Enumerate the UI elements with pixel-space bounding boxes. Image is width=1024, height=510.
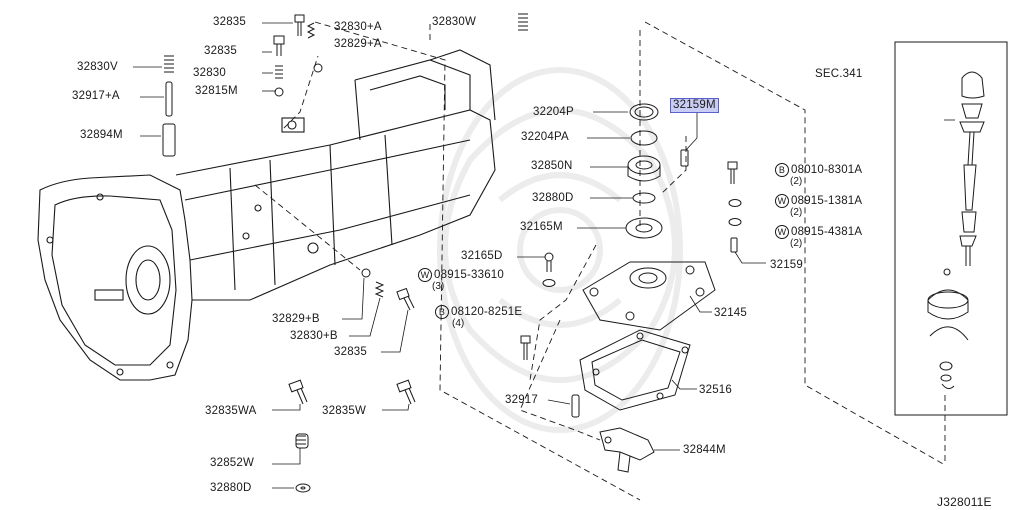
- leader-lines: [133, 22, 955, 489]
- center-parts: [520, 103, 742, 473]
- transmission-housing: [37, 49, 496, 381]
- callout-qty: (4): [452, 318, 465, 329]
- label-32165d[interactable]: 32165D: [461, 250, 503, 262]
- diagram-id: J328011E: [937, 495, 992, 509]
- label-32165m[interactable]: 32165M: [520, 221, 563, 233]
- washer-badge-icon: W: [775, 194, 789, 208]
- label-32159m-selected[interactable]: 32159M: [670, 98, 719, 113]
- callout-qty: (2): [790, 238, 803, 249]
- label-32850n[interactable]: 32850N: [531, 160, 573, 172]
- label-32830v[interactable]: 32830V: [77, 61, 118, 73]
- label-32835-top[interactable]: 32835: [213, 16, 246, 28]
- label-32844m[interactable]: 32844M: [683, 444, 726, 456]
- callout-part: 08120-8251E: [451, 306, 523, 318]
- callout-part: 08915-4381A: [791, 226, 863, 238]
- bolt-badge-icon: B: [775, 163, 789, 177]
- label-32830-plus-a[interactable]: 32830+A: [334, 21, 382, 33]
- label-32829-plus-a[interactable]: 32829+A: [334, 38, 382, 50]
- left-small-parts: [162, 13, 528, 493]
- label-32145[interactable]: 32145: [714, 307, 747, 319]
- washer-badge-icon: W: [418, 268, 432, 282]
- callout-part: 08915-33610: [434, 269, 504, 281]
- label-32894m[interactable]: 32894M: [80, 129, 123, 141]
- label-32204pa[interactable]: 32204PA: [521, 131, 569, 143]
- callout-qty: (3): [432, 281, 445, 292]
- label-32880d-bottom[interactable]: 32880D: [210, 482, 252, 494]
- washer-badge-icon: W: [775, 225, 789, 239]
- label-32830w[interactable]: 32830W: [432, 16, 477, 28]
- label-32835wa[interactable]: 32835WA: [205, 405, 257, 417]
- callout-part: 08010-8301A: [791, 164, 863, 176]
- label-32880d-right[interactable]: 32880D: [532, 192, 574, 204]
- label-32204p[interactable]: 32204P: [533, 106, 574, 118]
- callout-part: 08915-1381A: [791, 195, 863, 207]
- label-32830[interactable]: 32830: [193, 67, 226, 79]
- label-32159[interactable]: 32159: [770, 259, 803, 271]
- bolt-badge-icon: B: [435, 305, 449, 319]
- callout-qty: (2): [790, 176, 803, 187]
- label-32852w[interactable]: 32852W: [210, 457, 255, 469]
- watermark-emblem: [437, 67, 683, 433]
- section-reference[interactable]: SEC.341: [815, 68, 863, 80]
- label-32829-plus-b[interactable]: 32829+B: [272, 313, 320, 325]
- label-32835-mid[interactable]: 32835: [334, 346, 367, 358]
- label-32835-b[interactable]: 32835: [204, 45, 237, 57]
- shift-lever-assembly: [927, 71, 985, 390]
- label-32917[interactable]: 32917: [505, 394, 538, 406]
- label-32516[interactable]: 32516: [699, 384, 732, 396]
- label-32917-plus-a[interactable]: 32917+A: [72, 90, 120, 102]
- callout-qty: (2): [790, 207, 803, 218]
- dashed-leaders: [254, 21, 946, 501]
- label-32835w[interactable]: 32835W: [322, 405, 367, 417]
- label-32830-plus-b[interactable]: 32830+B: [290, 330, 338, 342]
- sec341-frame: [894, 41, 1008, 416]
- label-32815m[interactable]: 32815M: [195, 85, 238, 97]
